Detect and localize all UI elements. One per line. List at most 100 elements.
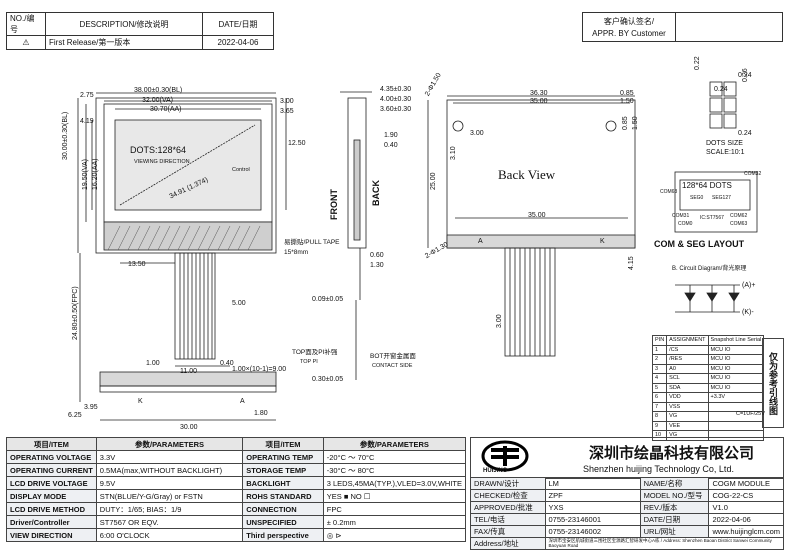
dots-d3: 0.26: [742, 68, 749, 82]
dim-va-width: 32.00(VA): [142, 97, 173, 104]
side-d7: 1.30: [370, 262, 384, 269]
dim-100: 1.00: [146, 360, 160, 367]
back-d14: 3.00: [496, 314, 503, 328]
dim-fpc-pitch: 1.00×(10-1)=9.00: [232, 366, 287, 373]
circuit-cathode: (K)-: [742, 309, 754, 316]
reference-note: 仅为参考引线图: [762, 338, 784, 428]
layout-com32: COM32: [744, 171, 762, 177]
com-seg-diagram: [674, 171, 758, 233]
layout-com63b: COM63: [730, 221, 748, 227]
back-d5: 3.00: [470, 130, 484, 137]
layout-dots: 128*64 DOTS: [682, 181, 732, 190]
circuit-anode: (A)+: [742, 282, 756, 289]
back-d9: 25.00: [430, 172, 437, 190]
approval-sign-area[interactable]: [674, 12, 783, 42]
side-d3: 3.60±0.30: [380, 106, 412, 113]
layout-seg127: SEG127: [712, 195, 731, 201]
approval-sub: APPR. BY Customer: [592, 29, 666, 38]
dots-d5: 0.24: [738, 130, 752, 137]
mount-hole-right: [605, 120, 617, 132]
company-name-en: Shenzhen huijing Technology Co, Ltd.: [583, 464, 734, 474]
back-d10: 35.00: [528, 212, 546, 219]
pin-header-serial: Snapshot Line Serial: [707, 335, 765, 346]
side-d8: 0.09±0.05: [312, 296, 344, 303]
back-d7: 1.50: [632, 116, 639, 130]
back-label: BACK: [371, 180, 381, 206]
back-d8: 3.10: [450, 146, 457, 160]
back-a-label: A: [478, 238, 483, 245]
dim-r1: 3.00: [280, 98, 294, 105]
pin-header-pin: PIN: [651, 335, 668, 346]
layout-title: COM & SEG LAYOUT: [654, 239, 745, 249]
bot-en: CONTACT SIDE: [372, 363, 413, 369]
dots-size-label: DOTS SIZE: [706, 140, 743, 147]
layout-com0: COM0: [678, 221, 693, 227]
viewing-direction: VIEWING DIRECTION: [134, 159, 190, 165]
side-d5: 0.40: [384, 142, 398, 149]
mount-hole-left: [452, 120, 464, 132]
layout-com63: COM63: [660, 189, 678, 195]
table-row: Address/地址深圳市宝安区航城街道三围社区宝源路汇智研发中心A栋 / Ad…: [470, 537, 785, 550]
dim-1350: 13.50: [128, 261, 146, 268]
dim-500: 5.00: [232, 300, 246, 307]
dim-bl-height: 30.00±0.30(BL): [62, 111, 69, 160]
dim-3000: 30.00: [180, 424, 198, 431]
dim-180: 1.80: [254, 410, 268, 417]
company-url[interactable]: www.huijinglcm.com: [708, 525, 784, 538]
rev-header-desc: DESCRIPTION/修改说明: [45, 12, 203, 36]
side-d9: 0.30±0.05: [312, 376, 344, 383]
dim-625: 6.25: [68, 412, 82, 419]
front-a-label: A: [240, 398, 245, 405]
back-d4: 1.50: [620, 98, 634, 105]
revision-table: NO./编号 DESCRIPTION/修改说明 DATE/日期 ⚠ First …: [6, 12, 274, 50]
third-perspective-icon: ◎ ⊳: [322, 528, 467, 542]
fpc-cable: [174, 252, 216, 360]
dots-d4: 0.24: [714, 86, 728, 93]
back-d2: 35.00: [530, 98, 548, 105]
bot-label: BOT开窗金属面: [370, 353, 416, 360]
layout-com62: COM62: [730, 213, 748, 219]
rev-header-date: DATE/日期: [202, 12, 274, 36]
rev-header-no: NO./编号: [6, 12, 46, 36]
layout-ic: IC:ST7567: [700, 215, 724, 221]
dim-aa-width: 30.70(AA): [150, 106, 182, 113]
back-d3: 0.85: [620, 90, 634, 97]
dim-1100: 11.00: [180, 368, 197, 375]
side-d4: 1.90: [384, 132, 398, 139]
dim-395: 3.95: [84, 404, 98, 411]
company-logo-icon: [481, 440, 529, 472]
back-view-title: Back View: [498, 167, 556, 182]
dim-aa-height: 16.20(AA): [92, 158, 99, 190]
side-view-outline: [347, 97, 367, 249]
company-block: HUIJING 深圳市绘晶科技有限公司 Shenzhen huijing Tec…: [470, 437, 784, 479]
dim-bl-width: 38.00±0.30(BL): [134, 87, 183, 94]
side-d2: 4.00±0.30: [380, 96, 412, 103]
dim-l2: 4.19: [80, 118, 94, 125]
circuit-title: B. Circuit Diagram/背光原理: [672, 266, 747, 272]
dim-l1: 2.75: [80, 92, 94, 99]
dim-040: 0.40: [220, 360, 234, 367]
dim-va-height: 19.50(VA): [82, 159, 89, 190]
dim-fpc-length: 24.80±0.50(FPC): [72, 286, 79, 340]
side-d6: 0.60: [370, 252, 384, 259]
rev-date: 2022-04-06: [202, 35, 274, 50]
back-d6: 0.85: [622, 116, 629, 130]
front-k-label: K: [138, 398, 143, 405]
